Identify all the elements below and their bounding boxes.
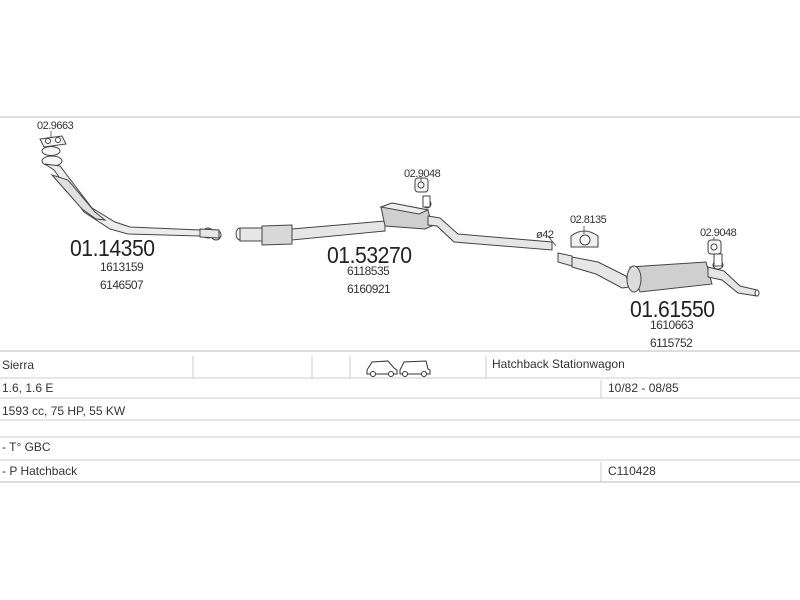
flange-gasket-drawing bbox=[39, 135, 67, 148]
pipe-diameter-label: ø42 bbox=[536, 229, 554, 241]
rear-silencer-drawing bbox=[557, 252, 760, 297]
fitting-label-clamp: 02.8135 bbox=[570, 214, 607, 226]
centre-silencer-drawing bbox=[235, 195, 553, 251]
fitting-label-hanger: 02.9048 bbox=[404, 168, 441, 180]
vehicle-engine: 1.6, 1.6 E bbox=[2, 381, 54, 395]
kit-code: C110428 bbox=[608, 464, 656, 478]
oem-number: 6118535 bbox=[347, 264, 390, 278]
part-number-centre-silencer: 01.53270 bbox=[327, 242, 412, 268]
oem-number: 6115752 bbox=[650, 336, 693, 350]
hanger-icons bbox=[414, 177, 722, 255]
oem-number: 1610663 bbox=[650, 318, 694, 332]
vehicle-model: Sierra bbox=[2, 358, 35, 372]
fitting-note: - T° GBC bbox=[2, 440, 51, 454]
oem-number: 6160921 bbox=[347, 282, 391, 296]
vehicle-body-types: Hatchback Stationwagon bbox=[492, 357, 625, 371]
fitting-label-flange-gasket: 02.9663 bbox=[37, 120, 74, 132]
fitting-label-hanger: 02.9048 bbox=[700, 227, 737, 239]
hatchback-car-icon bbox=[366, 360, 398, 377]
engine-specs: 1593 cc, 75 HP, 55 KW bbox=[2, 404, 126, 418]
oem-number: 6146507 bbox=[100, 278, 144, 292]
part-number-rear-silencer: 01.61550 bbox=[630, 296, 715, 322]
front-pipe-drawing bbox=[41, 146, 222, 241]
stationwagon-car-icon bbox=[399, 360, 431, 377]
oem-number: 1613159 bbox=[100, 260, 144, 274]
body-note: - P Hatchback bbox=[2, 464, 78, 478]
production-period: 10/82 - 08/85 bbox=[608, 381, 679, 395]
clamp-drawing bbox=[570, 230, 599, 248]
part-number-front-pipe: 01.14350 bbox=[70, 235, 155, 261]
